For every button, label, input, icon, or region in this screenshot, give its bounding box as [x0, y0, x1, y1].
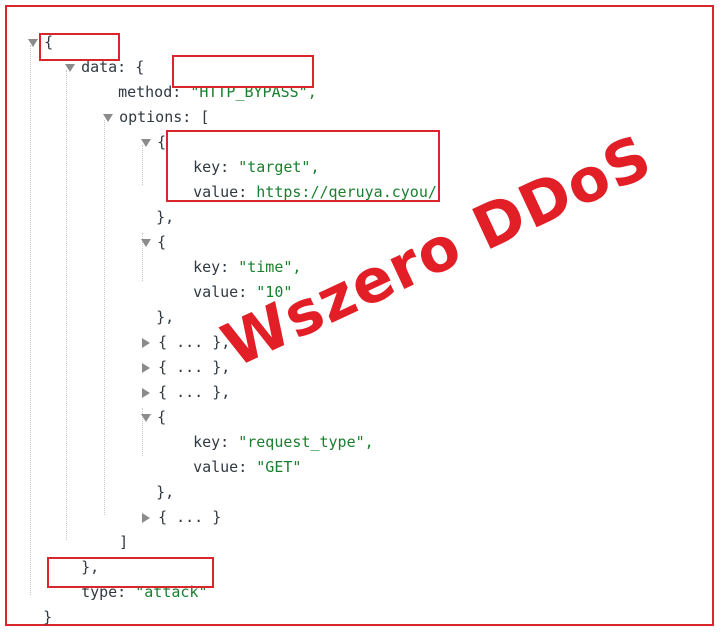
value-value: "GET": [256, 458, 302, 476]
json-item-collapsed[interactable]: { ... },: [123, 359, 230, 401]
json-root-close: }: [25, 584, 52, 626]
bracket: [: [200, 108, 210, 126]
json-item-collapsed[interactable]: { ... },: [123, 309, 230, 351]
brace: {: [44, 33, 54, 51]
value-value: "10": [256, 283, 293, 301]
key-value: "request_type",: [238, 433, 374, 451]
json-item-key-row: key: "request_type",: [175, 409, 374, 451]
value-label: value:: [193, 183, 248, 201]
json-data-node[interactable]: data: {: [47, 34, 144, 76]
json-item-open[interactable]: {: [123, 109, 166, 151]
value-label: value:: [193, 283, 248, 301]
brace: {: [135, 58, 145, 76]
json-item-value-row: value: "10": [175, 259, 292, 301]
collapsed-object: { ... },: [158, 383, 231, 401]
indent-guide: [142, 145, 143, 185]
collapse-arrow-icon[interactable]: [28, 38, 39, 47]
brace: },: [156, 308, 175, 326]
indent-guide: [104, 120, 105, 515]
collapse-arrow-icon[interactable]: [141, 413, 152, 422]
json-item-close: },: [138, 284, 174, 326]
collapse-arrow-icon[interactable]: [103, 113, 114, 122]
collapsed-object: { ... },: [158, 333, 231, 351]
collapsed-object: { ... }: [158, 508, 222, 526]
json-item-close: },: [138, 184, 174, 226]
expand-arrow-icon[interactable]: [142, 362, 151, 373]
json-options-node[interactable]: options: [: [85, 84, 209, 126]
brace: {: [157, 133, 167, 151]
highlight-box-target: [166, 130, 440, 202]
indent-guide: [142, 408, 143, 456]
collapse-arrow-icon[interactable]: [141, 138, 152, 147]
brace: }: [43, 608, 53, 626]
json-item-key-row: key: "time",: [175, 234, 301, 276]
screenshot-frame: [5, 5, 714, 626]
json-item-key-row: key: "target",: [175, 134, 319, 176]
json-options-close: ]: [101, 509, 128, 551]
key-label: key:: [193, 433, 230, 451]
indent-guide: [30, 45, 31, 595]
json-root-open[interactable]: {: [10, 9, 53, 51]
collapse-arrow-icon[interactable]: [141, 238, 152, 247]
collapse-arrow-icon[interactable]: [65, 63, 76, 72]
json-item-open[interactable]: {: [123, 209, 166, 251]
brace: },: [156, 483, 175, 501]
bracket: ]: [119, 533, 129, 551]
collapsed-object: { ... },: [158, 358, 231, 376]
json-item-close: },: [138, 459, 174, 501]
brace: },: [81, 558, 100, 576]
highlight-box-method: [172, 55, 314, 88]
highlight-box-data: [39, 33, 120, 61]
key-value: "time",: [238, 258, 302, 276]
expand-arrow-icon[interactable]: [142, 512, 151, 523]
expand-arrow-icon[interactable]: [142, 337, 151, 348]
key-label: key:: [193, 158, 230, 176]
options-key: options:: [119, 108, 192, 126]
value-label: value:: [193, 458, 248, 476]
json-item-collapsed[interactable]: { ... },: [123, 334, 230, 376]
data-key: data:: [81, 58, 127, 76]
expand-arrow-icon[interactable]: [142, 387, 151, 398]
json-item-value-row: value: "GET": [175, 434, 301, 476]
key-value: "target",: [238, 158, 320, 176]
indent-guide: [66, 70, 67, 540]
brace: {: [157, 233, 167, 251]
key-label: key:: [193, 258, 230, 276]
target-url-value[interactable]: https://qeruya.cyou/: [256, 183, 437, 201]
json-item-open[interactable]: {: [123, 384, 166, 426]
json-item-value-row: value: https://qeruya.cyou/: [175, 159, 437, 201]
indent-guide: [142, 233, 143, 281]
json-data-close: },: [63, 534, 99, 576]
brace: {: [157, 408, 167, 426]
brace: },: [156, 208, 175, 226]
json-item-collapsed[interactable]: { ... }: [123, 484, 221, 526]
method-key: method:: [118, 83, 182, 101]
highlight-box-type: [47, 557, 214, 588]
